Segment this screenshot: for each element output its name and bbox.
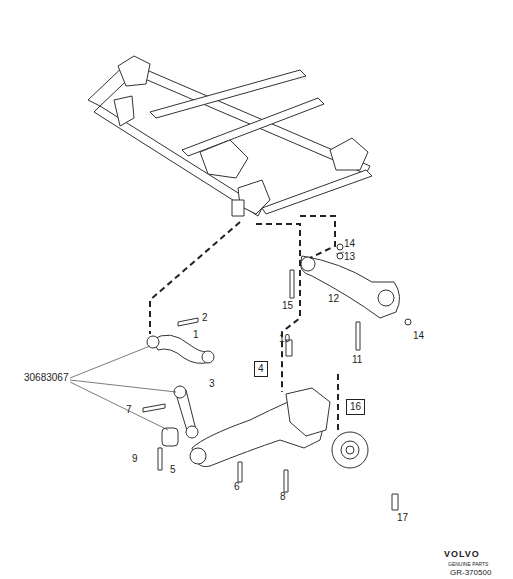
- subframe-mount: [200, 140, 248, 178]
- callout-number: 5: [170, 465, 176, 475]
- bolt: [290, 270, 294, 298]
- callout-box: 4: [254, 361, 268, 377]
- wheel-hub: [332, 432, 368, 468]
- callout-number: 30683067: [24, 373, 69, 383]
- nut: [337, 244, 343, 250]
- subframe-mount: [330, 138, 368, 170]
- callout-number: 8: [280, 492, 286, 502]
- bolt: [178, 318, 198, 326]
- subframe: [262, 170, 372, 214]
- bolt: [284, 470, 288, 492]
- subframe-mount: [118, 56, 150, 86]
- subframe: [182, 98, 324, 156]
- callout-number: 7: [126, 405, 132, 415]
- callout-number: 12: [328, 294, 339, 304]
- callout-number: 6: [234, 482, 240, 492]
- callout-number: 13: [344, 252, 355, 262]
- bolt: [238, 462, 242, 482]
- callout-box: 16: [346, 399, 365, 415]
- callout-number: 16: [350, 401, 361, 412]
- subframe-mount: [114, 96, 134, 126]
- callout-number: 14: [344, 239, 355, 249]
- subframe-bracket: [232, 200, 244, 216]
- washer: [337, 253, 343, 259]
- bolt: [356, 322, 360, 350]
- hub-bolt: [392, 494, 398, 510]
- leader-line: [70, 252, 344, 430]
- callout-number: 17: [397, 513, 408, 523]
- assembly-line: [150, 216, 338, 430]
- upper-link: [300, 256, 399, 318]
- callout-number: 15: [282, 301, 293, 311]
- nut: [405, 319, 411, 325]
- bolt: [143, 404, 165, 412]
- brand-text: GR-370500: [450, 569, 491, 577]
- callout-number: 9: [132, 454, 138, 464]
- callout-number: 10: [279, 334, 290, 344]
- bolt: [158, 448, 162, 470]
- bushing: [162, 428, 178, 446]
- subframe: [150, 70, 306, 118]
- knuckle: [286, 388, 330, 436]
- brand-text: VOLVO: [444, 550, 480, 559]
- callout-number: 11: [352, 355, 362, 365]
- callout-number: 14: [413, 331, 424, 341]
- callout-number: 2: [202, 313, 208, 323]
- brand-text: GENUINE PARTS: [448, 562, 488, 567]
- control-arm: [152, 335, 210, 363]
- callout-number: 1: [193, 330, 199, 340]
- callout-number: 4: [258, 363, 264, 374]
- callout-number: 3: [209, 379, 215, 389]
